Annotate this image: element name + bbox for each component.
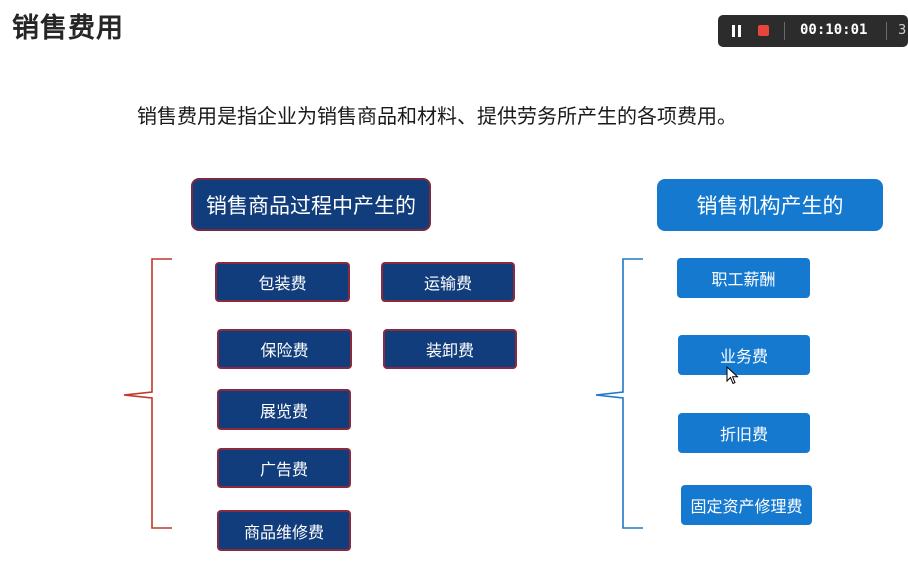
screen-recorder-bar: 00:10:01 3	[718, 15, 908, 47]
pause-icon[interactable]	[732, 25, 742, 37]
cost-item-packaging: 包装费	[215, 262, 350, 302]
mouse-pointer-icon	[726, 365, 739, 385]
recorder-divider	[886, 22, 887, 40]
page-title: 销售费用	[12, 13, 124, 44]
stop-icon[interactable]	[758, 25, 769, 36]
cost-item-insurance: 保险费	[217, 329, 352, 369]
cost-item-loading: 装卸费	[383, 329, 517, 369]
cost-item-transport: 运输费	[381, 262, 515, 302]
definition-text: 销售费用是指企业为销售商品和材料、提供劳务所产生的各项费用。	[137, 104, 737, 128]
right-bracket	[595, 258, 643, 529]
recording-timer: 00:10:01	[800, 22, 868, 38]
cost-item-depreciation: 折旧费	[678, 413, 810, 453]
right-group-header: 销售机构产生的	[657, 179, 883, 231]
left-group-header: 销售商品过程中产生的	[191, 178, 431, 231]
cost-item-salary: 职工薪酬	[677, 258, 810, 298]
left-bracket	[123, 258, 172, 529]
cost-item-business: 业务费	[678, 335, 810, 375]
cost-item-product-repair: 商品维修费	[217, 510, 351, 551]
cost-item-advertising: 广告费	[217, 448, 351, 488]
recorder-overflow-text: 3	[898, 23, 907, 38]
cost-item-fixed-asset-repair: 固定资产修理费	[681, 485, 812, 525]
cost-item-exhibition: 展览费	[217, 389, 351, 430]
recorder-divider	[784, 22, 785, 40]
